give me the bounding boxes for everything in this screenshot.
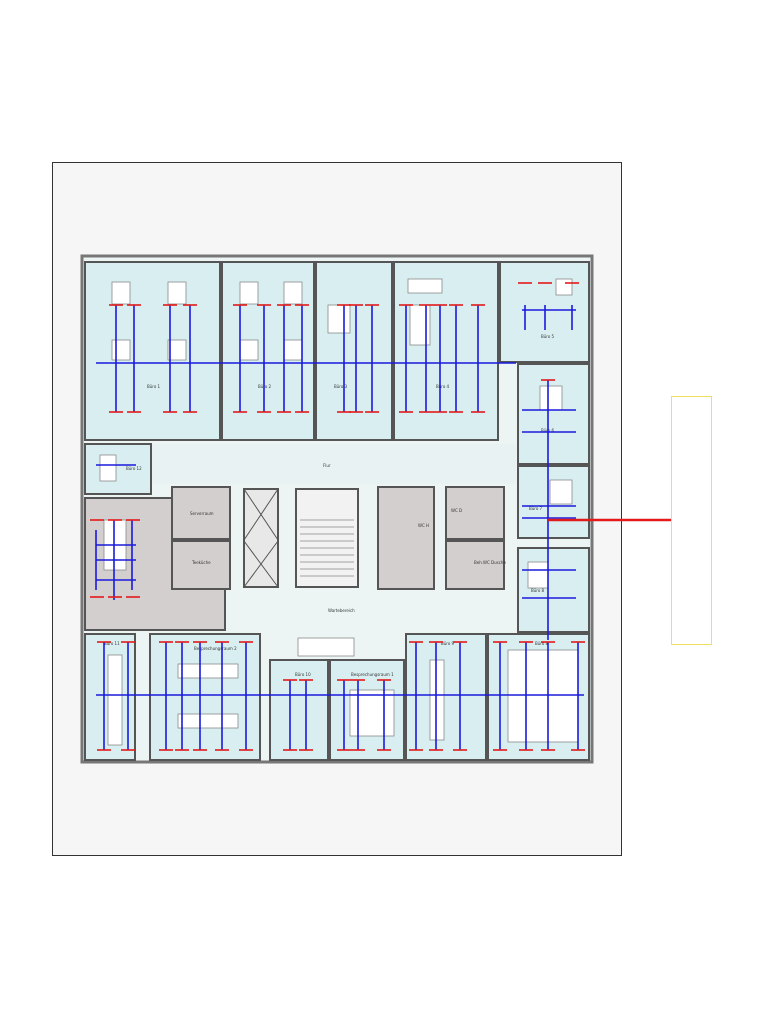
room-wc-h xyxy=(377,486,435,590)
room-buro10 xyxy=(269,659,329,761)
room-wc-d xyxy=(445,486,505,540)
label-teekueche: Teeküche xyxy=(191,560,211,565)
label-buro10: Büro 10 xyxy=(295,672,311,677)
room-buro1 xyxy=(84,261,221,441)
label-besprechung2: Besprechungsraum 2 xyxy=(194,646,237,651)
blue-annotation-horizontals xyxy=(96,309,584,696)
label-buro11: Büro 11 xyxy=(104,641,120,646)
furniture xyxy=(99,278,579,746)
room-teekueche xyxy=(171,540,231,590)
label-wc-h: WC H xyxy=(418,523,429,528)
red-dimension-ticks xyxy=(90,282,585,751)
label-buro8b: Büro 8 xyxy=(535,641,549,646)
label-besprechung1: Besprechungsraum 1 xyxy=(351,672,394,677)
label-buro3: Büro 3 xyxy=(334,384,348,389)
room-buro6 xyxy=(517,363,590,465)
room-beh-wc xyxy=(445,540,505,590)
label-wartebereich: Wartebereich xyxy=(328,608,355,613)
staircase xyxy=(295,488,359,588)
room-buro9 xyxy=(405,633,487,761)
room-serverraum xyxy=(171,486,231,540)
room-buro3 xyxy=(315,261,393,441)
room-buro12 xyxy=(84,443,152,495)
label-buro9: Büro 9 xyxy=(441,641,455,646)
label-buro1: Büro 1 xyxy=(147,384,161,389)
label-buro8: Büro 8 xyxy=(531,588,545,593)
label-behinderten-wc: Beh.WC Dusche xyxy=(474,560,506,565)
label-buro5: Büro 5 xyxy=(541,334,555,339)
label-buro4: Büro 4 xyxy=(436,384,450,389)
room-flur xyxy=(152,444,516,484)
label-buro7: Büro 7 xyxy=(529,506,543,511)
annotation-callout-box xyxy=(671,396,712,645)
room-besprechung2 xyxy=(149,633,261,761)
elevator-shaft xyxy=(243,488,279,588)
label-wc-d: WC D xyxy=(451,508,462,513)
room-buro8 xyxy=(517,547,590,633)
label-buro12: Büro 12 xyxy=(126,466,142,471)
label-serverraum: Serverraum xyxy=(190,511,214,516)
label-flur: Flur xyxy=(323,463,331,468)
